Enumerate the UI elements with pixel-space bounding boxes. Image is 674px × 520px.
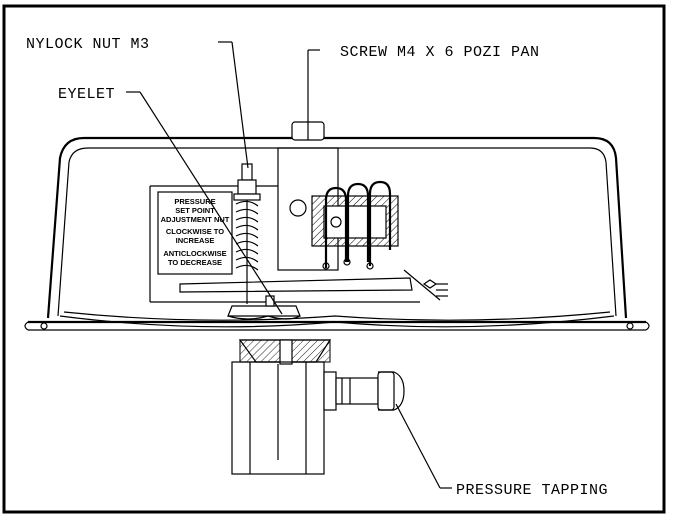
plate-line-2: SET POINT (175, 206, 215, 215)
plate-line-1: PRESSURE (174, 197, 215, 206)
leader-lines (126, 41, 452, 489)
bracket (149, 147, 420, 303)
diaphragm-clamp (227, 295, 301, 320)
label-pressure-tapping: PRESSURE TAPPING (456, 482, 608, 499)
screw-head (291, 121, 325, 141)
lever-arm (179, 269, 448, 301)
plate-line-3: ADJUSTMENT NUT (161, 215, 230, 224)
instruction-plate: PRESSURE SET POINT ADJUSTMENT NUT CLOCKW… (157, 191, 233, 275)
micro-switch (311, 180, 399, 270)
adjustment-spring (233, 163, 261, 304)
plate-line-5: INCREASE (176, 236, 215, 245)
plate-line-4: CLOCKWISE TO (166, 227, 224, 236)
label-eyelet: EYELET (58, 86, 115, 103)
pressure-fitting (231, 339, 332, 475)
plate-line-7: TO DECREASE (168, 258, 222, 267)
cover (24, 136, 650, 331)
drawing-frame (2, 4, 666, 514)
plate-line-6: ANTICLOCKWISE (163, 249, 226, 258)
label-nylock-nut: NYLOCK NUT M3 (26, 36, 150, 53)
side-tapping (323, 371, 405, 411)
label-screw: SCREW M4 X 6 POZI PAN (340, 44, 540, 61)
